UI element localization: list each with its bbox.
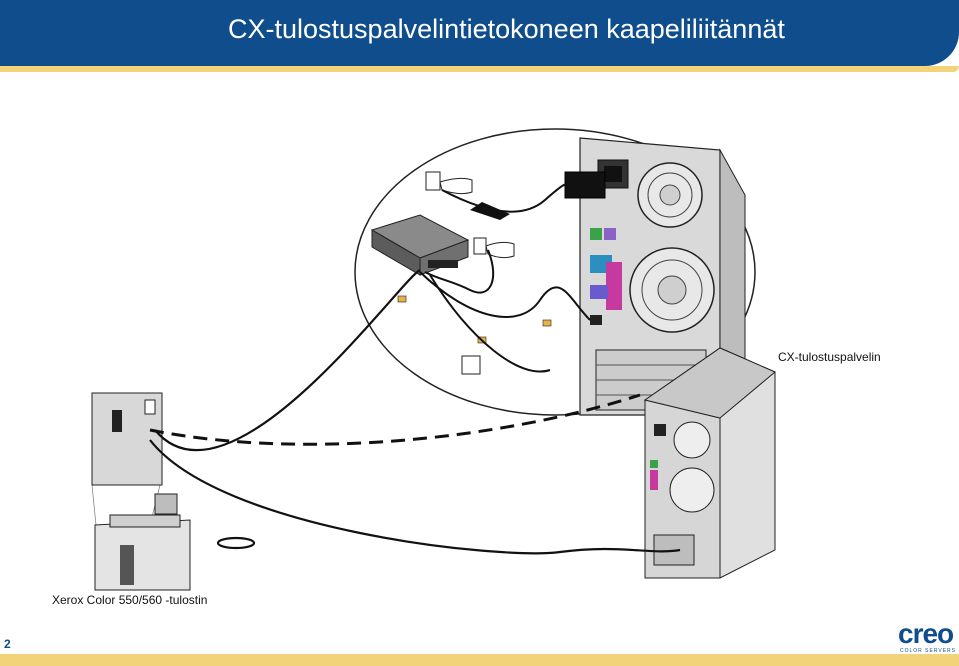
creo-logo: creo COLOR SERVERS <box>898 618 958 658</box>
print-server-tower <box>643 347 776 579</box>
cables-detail <box>419 182 591 373</box>
dashed-cable <box>149 393 641 446</box>
header-accent-bar <box>0 66 959 72</box>
printer-device <box>91 392 191 591</box>
footer-accent-bar <box>0 654 959 666</box>
logo-subtitle: COLOR SERVERS <box>900 648 956 654</box>
page-title: CX-tulostuspalvelintietokoneen kaapelili… <box>228 14 785 44</box>
print-server-label: CX-tulostuspalvelin <box>778 350 881 364</box>
header-bar: CX-tulostuspalvelintietokoneen kaapelili… <box>0 0 959 66</box>
long-cables <box>149 269 681 555</box>
page-number: 2 <box>4 637 11 651</box>
logo-wordmark: creo <box>898 618 954 649</box>
cable-connection-diagram <box>91 128 776 591</box>
network-hub-box <box>370 214 470 276</box>
wall-sockets <box>425 171 515 375</box>
printer-label: Xerox Color 550/560 -tulostin <box>52 593 208 607</box>
server-back-panel-detail <box>579 137 746 416</box>
